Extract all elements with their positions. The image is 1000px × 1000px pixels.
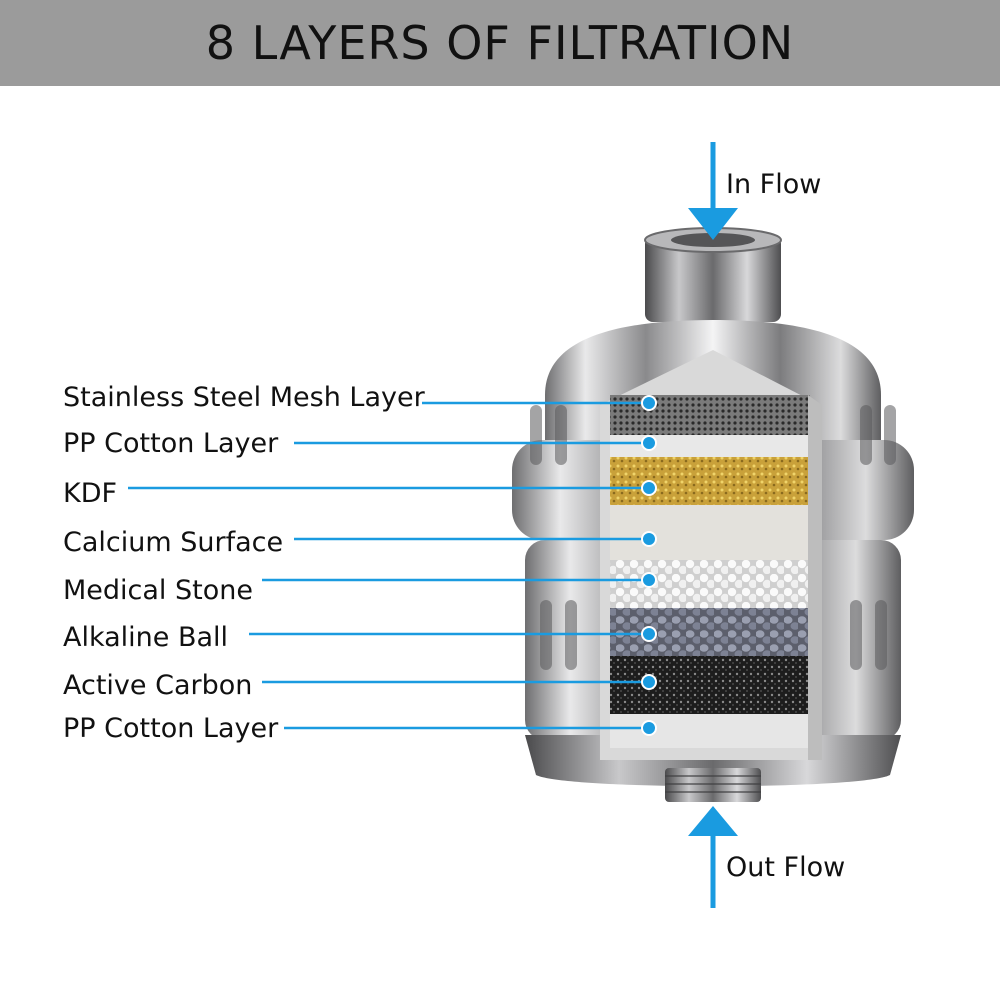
outlet-fitting xyxy=(665,768,761,802)
leader-dot xyxy=(642,532,656,546)
in-flow-label: In Flow xyxy=(726,171,821,198)
filter-cutaway xyxy=(600,350,822,760)
layer-label-active-carbon: Active Carbon xyxy=(63,672,252,699)
layer-label-stainless-mesh: Stainless Steel Mesh Layer xyxy=(63,384,425,411)
out-flow-label: Out Flow xyxy=(726,854,845,881)
layer-label-calcium-surface: Calcium Surface xyxy=(63,529,283,556)
leader-dot xyxy=(642,675,656,689)
layer-label-pp-cotton-top: PP Cotton Layer xyxy=(63,430,278,457)
leader-dot xyxy=(642,721,656,735)
inlet-fitting xyxy=(645,228,781,322)
leader-dot xyxy=(642,627,656,641)
layer-label-kdf: KDF xyxy=(63,480,117,507)
layer-label-medical-stone: Medical Stone xyxy=(63,577,253,604)
layer-label-alkaline-ball: Alkaline Ball xyxy=(63,624,228,651)
leader-dot xyxy=(642,436,656,450)
layer-label-pp-cotton-bottom: PP Cotton Layer xyxy=(63,715,278,742)
leader-dot xyxy=(642,396,656,410)
leader-dot xyxy=(642,481,656,495)
leader-dot xyxy=(642,573,656,587)
